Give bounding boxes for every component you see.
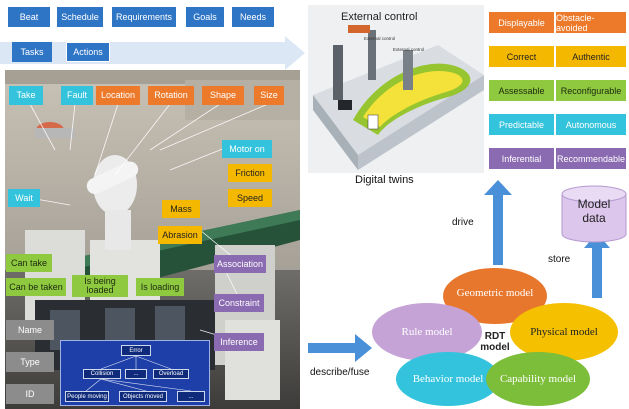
label-is-loading: Is loading (136, 278, 184, 296)
drive-arrow (484, 180, 512, 265)
tab-requirements[interactable]: Requirements (112, 7, 176, 27)
prop-inferential: Inferential (489, 148, 554, 169)
behavior-model: Behavior model (396, 352, 500, 406)
error-node-collision: Collision (83, 369, 121, 379)
label-constraint: Constraint (214, 294, 264, 312)
prop-assessable: Assessable (489, 80, 554, 101)
capability-model: Capability model (486, 352, 590, 406)
physical-model: Physical model (510, 303, 618, 361)
prop-obstacle-avoided: Obstacle-avoided (556, 12, 626, 33)
digital-twins-caption: Digital twins (355, 174, 414, 186)
label-location: Location (96, 86, 140, 105)
error-node-ellipsis-2: ... (177, 391, 205, 402)
error-node-objects-moved: Objects moved (119, 391, 167, 402)
label-mass: Mass (162, 200, 200, 218)
store-arrow (584, 233, 610, 298)
label-motor-on: Motor on (222, 140, 272, 158)
tab-actions[interactable]: Actions (66, 42, 110, 62)
describe-fuse-label: describe/fuse (310, 367, 370, 378)
prop-authentic: Authentic (556, 46, 626, 67)
twin-external-control-title: External control (341, 11, 418, 23)
rule-model: Rule model (372, 303, 482, 361)
label-size: Size (254, 86, 284, 105)
label-association: Association (214, 255, 266, 273)
error-tree-panel: Error Collision ... Overload People movi… (60, 340, 210, 406)
label-abrasion: Abrasion (158, 226, 202, 244)
label-type: Type (6, 352, 54, 372)
twin-external-control-note-2: External control (393, 47, 425, 52)
prop-correct: Correct (489, 46, 554, 67)
prop-recommendable: Recommendable (556, 148, 626, 169)
describe-arrow (308, 334, 372, 362)
error-node-overload: Overload (153, 369, 189, 379)
store-label: store (548, 254, 571, 265)
label-speed: Speed (228, 189, 272, 207)
model-data-cylinder (561, 185, 627, 243)
rdt-model-center: RDT model (480, 331, 510, 353)
label-id: ID (6, 384, 54, 404)
prop-predictable: Predictable (489, 114, 554, 135)
prop-reconfigurable: Reconfigurable (556, 80, 626, 101)
label-inference: Inference (214, 333, 264, 351)
label-fault: Fault (61, 86, 93, 105)
tab-goals[interactable]: Goals (186, 7, 224, 27)
twin-external-control-note-1: External control (364, 36, 396, 41)
label-friction: Friction (228, 164, 272, 182)
digital-twin-illustration (308, 5, 484, 173)
drive-label: drive (452, 217, 474, 228)
label-can-be-taken: Can be taken (6, 278, 66, 296)
error-node-root: Error (121, 345, 151, 356)
label-name: Name (6, 320, 54, 340)
error-node-people-moving: People moving (65, 391, 109, 402)
label-is-being-loaded: Is being loaded (72, 275, 128, 297)
label-rotation: Rotation (148, 86, 194, 105)
label-wait: Wait (8, 189, 40, 207)
tab-needs[interactable]: Needs (232, 7, 274, 27)
tab-schedule[interactable]: Schedule (57, 7, 103, 27)
prop-autonomous: Autonomous (556, 114, 626, 135)
label-take: Take (9, 86, 43, 105)
tab-beat[interactable]: Beat (8, 7, 50, 27)
error-node-ellipsis-1: ... (125, 369, 147, 379)
label-can-take: Can take (6, 254, 52, 272)
model-data-label: Model data (577, 197, 611, 225)
label-shape: Shape (202, 86, 244, 105)
tab-tasks[interactable]: Tasks (12, 42, 52, 62)
digital-twin-render: External control External control Extern… (308, 5, 484, 173)
prop-displayable: Displayable (489, 12, 554, 33)
error-tree-links (85, 355, 192, 392)
